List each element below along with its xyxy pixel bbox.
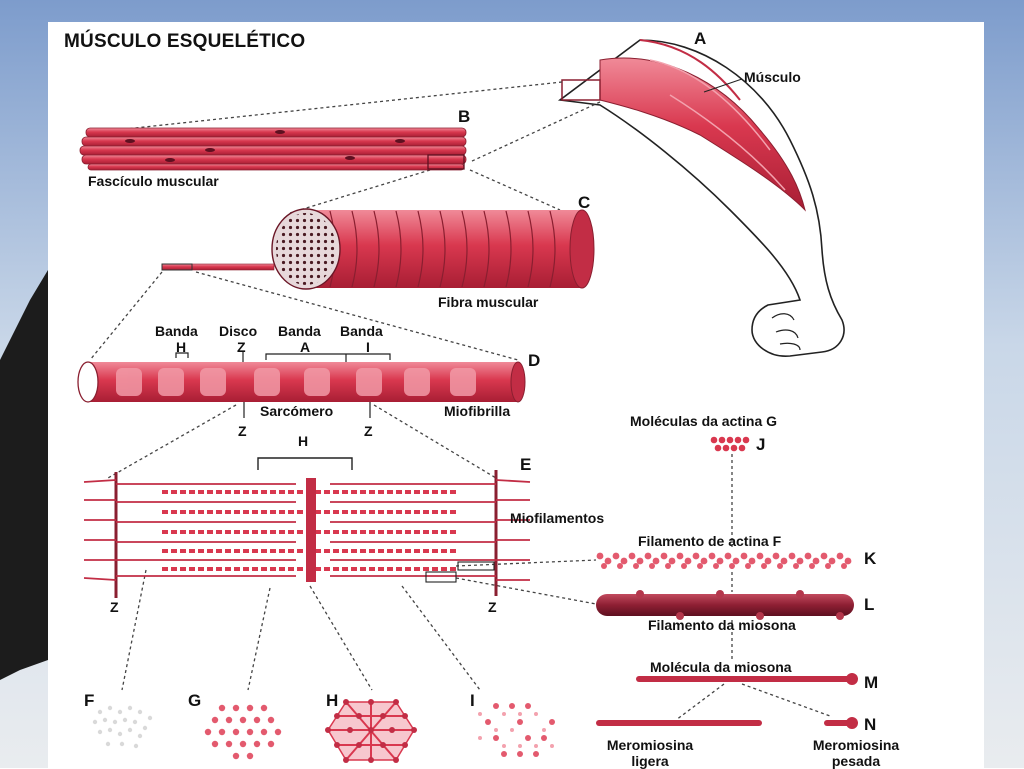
label-molecula-miosona: Molécula da miosona	[650, 659, 792, 675]
label-a: A	[300, 339, 311, 355]
label-meromiosina-pesada-2: pesada	[831, 753, 881, 769]
letter-g: G	[188, 691, 202, 710]
label-fibra: Fibra muscular	[438, 294, 539, 310]
band-brackets	[175, 352, 391, 418]
muscle-fiber	[161, 208, 595, 290]
myofibril-bands	[116, 368, 476, 396]
muscle-fiber-line	[649, 59, 771, 151]
letter-j: J	[756, 435, 766, 454]
label-z-right: Z	[364, 423, 373, 439]
extracted-myofibril	[161, 263, 275, 271]
letter-d: D	[528, 351, 541, 370]
label-meromiosina-pesada: Meromiosina	[812, 737, 900, 753]
background-penguin-shape	[0, 270, 48, 680]
muscle-fiber-line	[669, 94, 786, 191]
label-meromiosina-ligera-2: ligera	[631, 753, 669, 769]
letter-f: F	[84, 691, 95, 710]
fist-fingers	[771, 313, 801, 351]
letter-e: E	[520, 455, 532, 474]
sarcomere-myofilaments	[83, 457, 531, 598]
letter-c: C	[578, 193, 591, 212]
meromyosin-parts	[596, 717, 858, 729]
myofibril	[77, 352, 526, 418]
muscle-sample-box	[561, 79, 601, 101]
label-h-sarcomere: H	[298, 433, 309, 449]
label-miofilamentos: Miofilamentos	[510, 510, 605, 526]
diagram-title: MÚSCULO ESQUELÉTICO	[64, 31, 306, 52]
arm-outline	[557, 39, 845, 357]
label-meromiosina-ligera: Meromiosina	[606, 737, 694, 753]
myosin-filament	[596, 590, 854, 620]
arm-illustration	[557, 39, 845, 357]
letter-b: B	[458, 107, 471, 126]
cross-section-f	[92, 705, 153, 749]
letter-k: K	[864, 549, 877, 568]
label-miofibrilla: Miofibrilla	[444, 403, 511, 419]
label-h: H	[176, 339, 187, 355]
label-z-bottom-left: Z	[110, 599, 119, 615]
label-actina-f: Filamento de actina F	[638, 533, 782, 549]
actin-g-molecules	[710, 436, 750, 452]
musculo-leader	[703, 78, 743, 93]
letter-i: I	[470, 691, 475, 710]
letter-a: A	[694, 29, 707, 48]
label-fasciculo: Fascículo muscular	[88, 173, 219, 189]
label-z: Z	[237, 339, 246, 355]
label-banda-i: Banda	[340, 323, 383, 339]
muscle-belly	[599, 57, 806, 212]
connector-lines	[89, 81, 831, 721]
myosin-molecule	[636, 673, 858, 685]
fascicle-bundle	[79, 127, 467, 171]
cross-section-g	[204, 704, 282, 760]
label-filamento-miosona: Filamento da miosona	[648, 617, 796, 633]
label-i: I	[366, 339, 370, 355]
label-actina-g: Moléculas da actina G	[630, 413, 778, 429]
label-sarcomero: Sarcómero	[260, 403, 334, 419]
fiber-striations	[329, 210, 556, 288]
muscle-fiber-line	[639, 39, 741, 101]
cross-section-h	[325, 699, 417, 763]
label-z-left: Z	[238, 423, 247, 439]
thin-filaments	[83, 479, 531, 581]
label-z-bottom-right: Z	[488, 599, 497, 615]
m-line-markers	[306, 478, 316, 582]
letter-m: M	[864, 673, 879, 692]
letter-l: L	[864, 595, 875, 614]
letter-n: N	[864, 715, 877, 734]
label-musculo: Músculo	[744, 69, 801, 85]
letter-h: H	[326, 691, 339, 710]
label-banda-h: Banda	[155, 323, 198, 339]
actin-f-filament	[596, 552, 852, 569]
cross-section-i	[478, 703, 555, 757]
label-disco-z: Disco	[219, 323, 258, 339]
label-banda-a: Banda	[278, 323, 321, 339]
